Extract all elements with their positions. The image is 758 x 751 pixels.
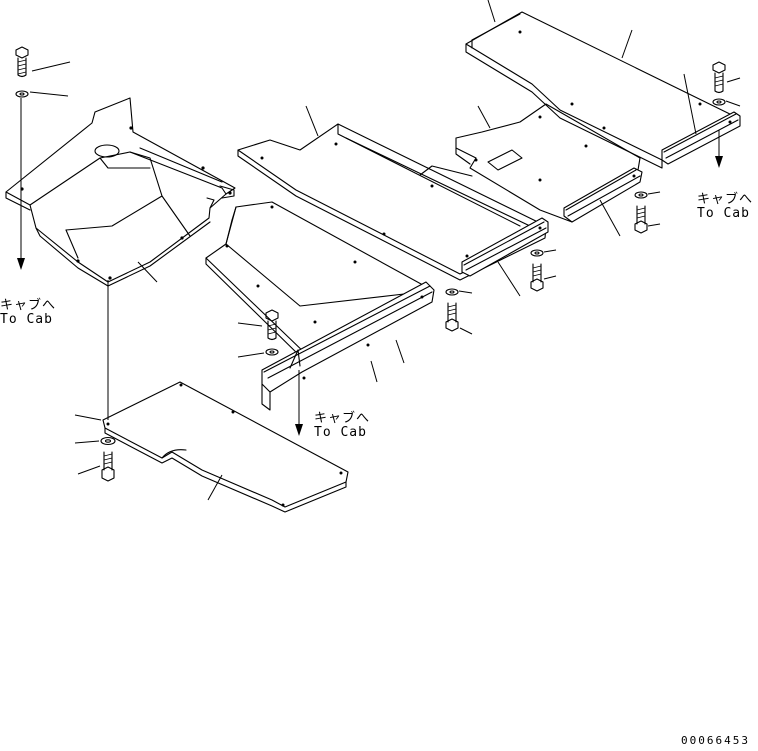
inner-washer [634,191,661,199]
center-to-cab-jp: キャブへ [314,411,371,426]
right-to-cab-jp: キャブへ [697,192,754,207]
inner-rail [563,167,643,237]
left-bolt [15,46,71,78]
left-to-cab-jp: キャブへ [0,298,57,313]
center-washer-left [445,288,473,296]
middle-rail [261,281,435,411]
document-number: 00066453 [681,734,750,747]
right-to-cab-en: To Cab [697,206,750,221]
left-arrow-icon [17,258,25,270]
middle-washer [237,348,279,358]
center-bolt-left [445,302,473,335]
left-to-cab-label: キャブへ To Cab [0,299,56,327]
center-floor-plate [237,105,547,281]
bottom-washer [74,414,116,446]
middle-bolt [237,309,279,341]
top-right-bolt [712,61,741,94]
left-to-cab-en: To Cab [0,312,53,327]
bottom-bolt [77,451,115,482]
center-to-cab-en: To Cab [314,425,367,440]
center-bolt-right [530,263,557,292]
center-washer-right [530,249,557,257]
right-arrow-icon [715,156,723,168]
left-floor-cover [5,97,236,287]
center-arrow-icon [295,424,303,436]
inner-bolt [634,205,661,234]
bottom-floor-plate [102,381,349,513]
left-washer [15,90,69,98]
right-to-cab-label: キャブへ To Cab [697,193,753,221]
top-right-rail [661,73,741,165]
top-right-washer [712,98,741,107]
top-right-floor-plate [465,0,739,169]
center-rail [461,217,549,297]
center-to-cab-label: キャブへ To Cab [314,412,370,440]
